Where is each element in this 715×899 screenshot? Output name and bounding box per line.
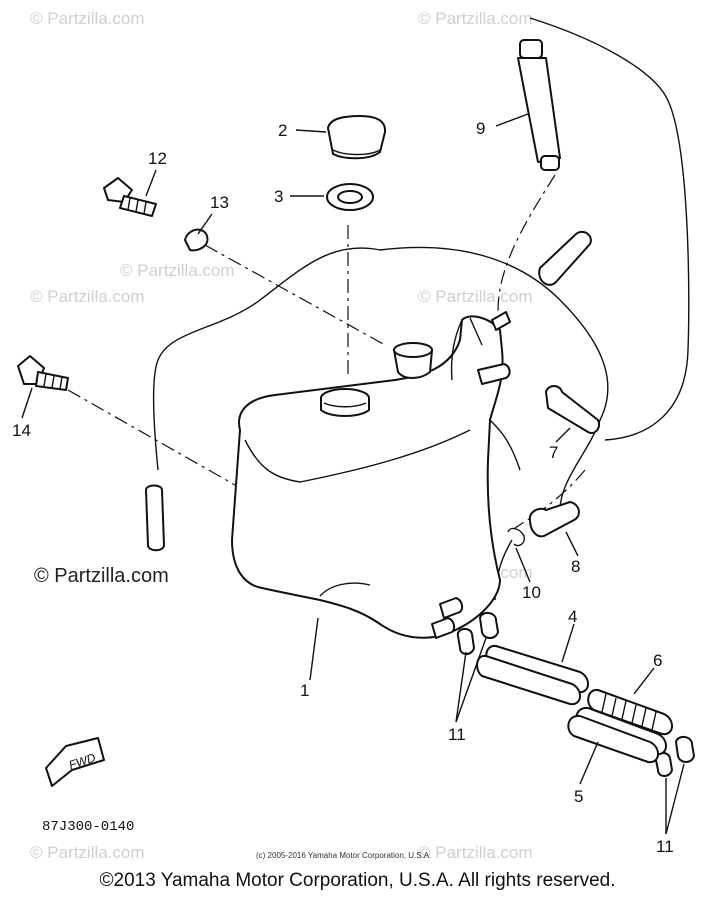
part-1-oil-tank: [231, 311, 521, 639]
breather-hose-line: [529, 17, 690, 441]
vent-tube: [145, 484, 165, 552]
watermark: © Partzilla.com: [120, 261, 235, 280]
callout-14: 14: [12, 421, 31, 440]
part-11-clamps-right: [654, 736, 695, 777]
forward-arrow-icon: FWD: [45, 737, 105, 787]
callout-13: 13: [210, 193, 229, 212]
callout-6: 6: [653, 651, 662, 670]
part-8-hose: [528, 501, 580, 538]
watermark: © Partzilla.com: [30, 9, 145, 28]
part-11-clamps-left: [456, 612, 499, 655]
callout-labels: 2 3 9 12 13 14 1 7 8 10 4 6 5 11 11: [12, 119, 674, 856]
callout-5: 5: [574, 787, 583, 806]
watermark: © Partzilla.com: [30, 843, 145, 862]
callout-11: 11: [656, 837, 674, 856]
part-9-breather-pipe: [517, 39, 561, 171]
watermark-primary: © Partzilla.com: [34, 565, 169, 587]
part-12-bolt: [103, 177, 157, 217]
callout-8: 8: [571, 557, 580, 576]
watermark: © Partzilla.com: [418, 287, 533, 306]
callout-10: 10: [522, 583, 541, 602]
watermark: © Partzilla.com: [418, 9, 533, 28]
callout-9: 9: [476, 119, 485, 138]
small-copyright: (c) 2005-2016 Yamaha Motor Corporation, …: [256, 851, 431, 860]
return-hose-line: [379, 246, 609, 511]
part-5-hose: [567, 706, 667, 764]
watermark: © Partzilla.com: [30, 287, 145, 306]
callout-leaders: [21, 113, 685, 835]
diagram-code: 87J300-0140: [42, 819, 134, 835]
part-3-gasket: [326, 183, 374, 211]
part-13-washer: [184, 228, 209, 252]
copyright-notice: ©2013 Yamaha Motor Corporation, U.S.A. A…: [99, 870, 616, 891]
callout-2: 2: [278, 121, 287, 140]
callout-11: 11: [448, 725, 466, 744]
callout-1: 1: [300, 681, 309, 700]
part-7-hose: [545, 385, 600, 434]
watermark: © Partzilla.com: [418, 843, 533, 862]
leader-line: [204, 244, 386, 346]
leader-line: [497, 174, 556, 331]
callout-4: 4: [568, 607, 577, 626]
callout-7: 7: [549, 443, 558, 462]
part-6-spring: [587, 688, 673, 736]
part-10-clip: [507, 527, 526, 547]
callout-12: 12: [148, 149, 167, 168]
part-4-hose: [476, 644, 589, 706]
callout-3: 3: [274, 187, 283, 206]
short-hose-upper: [538, 230, 592, 286]
leader-line: [514, 469, 586, 529]
watermark-layer: © Partzilla.com © Partzilla.com © Partzi…: [30, 9, 533, 862]
part-14-bolt: [17, 355, 69, 391]
vent-hose-line: [153, 247, 381, 471]
part-2-tank-cap: [327, 115, 387, 160]
